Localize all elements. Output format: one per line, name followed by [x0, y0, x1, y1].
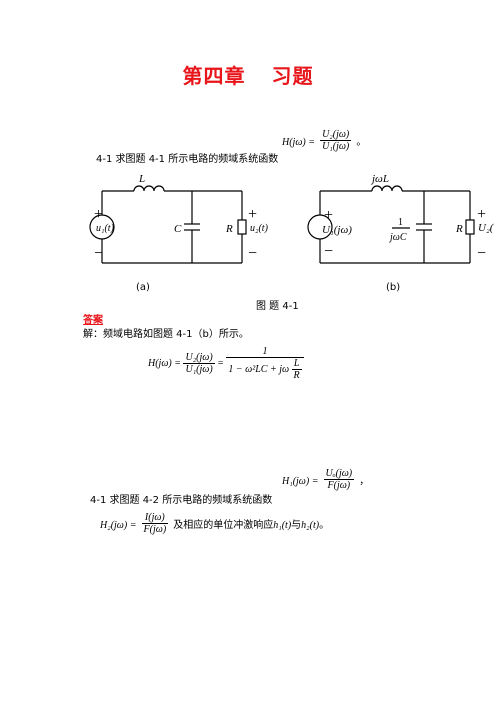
plus-source-b: +: [324, 207, 333, 224]
sol-frac2: 1 1 − ω²LC + jω L R: [226, 346, 304, 381]
figure-caption: 图 题 4-1: [256, 301, 299, 312]
label-R-a: R: [225, 223, 233, 235]
q2-fraction: Uₒ(jω) F(jω): [323, 468, 355, 491]
minus-output-a: −: [248, 245, 257, 262]
q2-line2-fraction: I(jω) F(jω): [141, 512, 169, 535]
label-jwL-b: jωL: [370, 173, 389, 185]
sol-den2-fd: R: [293, 370, 300, 381]
q1-prefix: 4-1 求图题 4-1 所示电路的频域系统函数: [96, 154, 279, 165]
label-cap-den-b: jωC: [388, 232, 407, 243]
q2-h2: h₂(t): [301, 520, 320, 531]
q1-fraction: U₂(jω) U₁(jω): [320, 129, 352, 152]
q2-h1: h₁(t): [273, 520, 292, 531]
q1-suffix: 。: [356, 137, 367, 148]
q2-lhs: H₁(jω) =: [282, 476, 319, 487]
q2-line2-den: F(jω): [143, 524, 167, 535]
sol-den2-a: 1 − ω²LC + jω: [228, 363, 290, 375]
inductor-b: [371, 185, 403, 192]
q2-suffix: ，: [359, 476, 370, 487]
q1-num: U₂(jω): [322, 129, 350, 140]
q2-line2-lhs: H₂(jω) =: [100, 520, 137, 531]
minus-output-b: −: [477, 245, 486, 262]
label-L-a: L: [138, 173, 145, 185]
circuit-a: L C R u₁(t) u₂(t) + − + −: [89, 173, 269, 264]
minus-source-a: −: [94, 245, 103, 262]
q2-line2: H₂(jω) = I(jω) F(jω) 及相应的单位冲激响应h₁(t)与h₂(…: [100, 512, 329, 535]
label-C-a: C: [174, 223, 182, 235]
q2-formula: H₁(jω) = Uₒ(jω) F(jω) ，: [282, 468, 369, 491]
label-source-a: u₁(t): [96, 223, 115, 234]
sol-num1: U₂(jω): [185, 352, 213, 363]
chapter-title: 第四章 习题: [0, 60, 496, 89]
label-R-b: R: [455, 223, 463, 235]
solution-equation: H(jω) = U₂(jω) U₁(jω) = 1 1 − ω²LC + jω …: [148, 346, 304, 381]
q1-lhs: H(jω) =: [282, 137, 315, 148]
sol-den2-frac: L R: [291, 358, 302, 381]
label-source-b: U₁(jω): [322, 224, 352, 236]
sol-num2: 1: [262, 346, 268, 357]
caption-a: (a): [136, 282, 150, 293]
q2-line2-num: I(jω): [144, 512, 165, 523]
sol-lhs: H(jω) =: [148, 357, 181, 369]
q2-prefix: 4-1 求图题 4-2 所示电路的频域系统函数: [90, 495, 273, 506]
q2-end: 。: [319, 520, 330, 531]
sol-den2: 1 − ω²LC + jω L R: [226, 358, 303, 381]
label-output-b: U₂(: [478, 222, 495, 234]
sol-den2-fn: L: [293, 358, 300, 369]
circuit-b: jωL 1 jωC R U₁(jω) U₂( + − + −: [307, 173, 495, 264]
q1-den: U₁(jω): [322, 141, 350, 152]
q2-num: Uₒ(jω): [325, 468, 353, 479]
sol-den1: U₁(jω): [185, 364, 213, 375]
plus-output-b: +: [477, 206, 486, 223]
label-cap-num-b: 1: [398, 217, 403, 228]
q1-formula: H(jω) = U₂(jω) U₁(jω) 。: [282, 129, 366, 152]
title-part1: 第四章: [182, 64, 246, 88]
answer-link[interactable]: 答案: [83, 315, 103, 326]
q2-conj: 与: [291, 520, 302, 531]
sol-frac1: U₂(jω) U₁(jω): [183, 352, 215, 375]
minus-source-b: −: [324, 243, 333, 260]
plus-source-a: +: [94, 206, 103, 223]
q2-line2-mid: 及相应的单位冲激响应: [173, 520, 274, 531]
label-output-a: u₂(t): [250, 223, 269, 234]
inductor-a: [133, 185, 165, 192]
solution-text: 解：频域电路如图题 4-1（b）所示。: [83, 329, 249, 340]
plus-output-a: +: [248, 206, 257, 223]
caption-b: (b): [386, 282, 401, 293]
sol-eq: =: [217, 357, 224, 369]
title-part2: 习题: [271, 64, 314, 88]
q2-den: F(jω): [327, 480, 351, 491]
